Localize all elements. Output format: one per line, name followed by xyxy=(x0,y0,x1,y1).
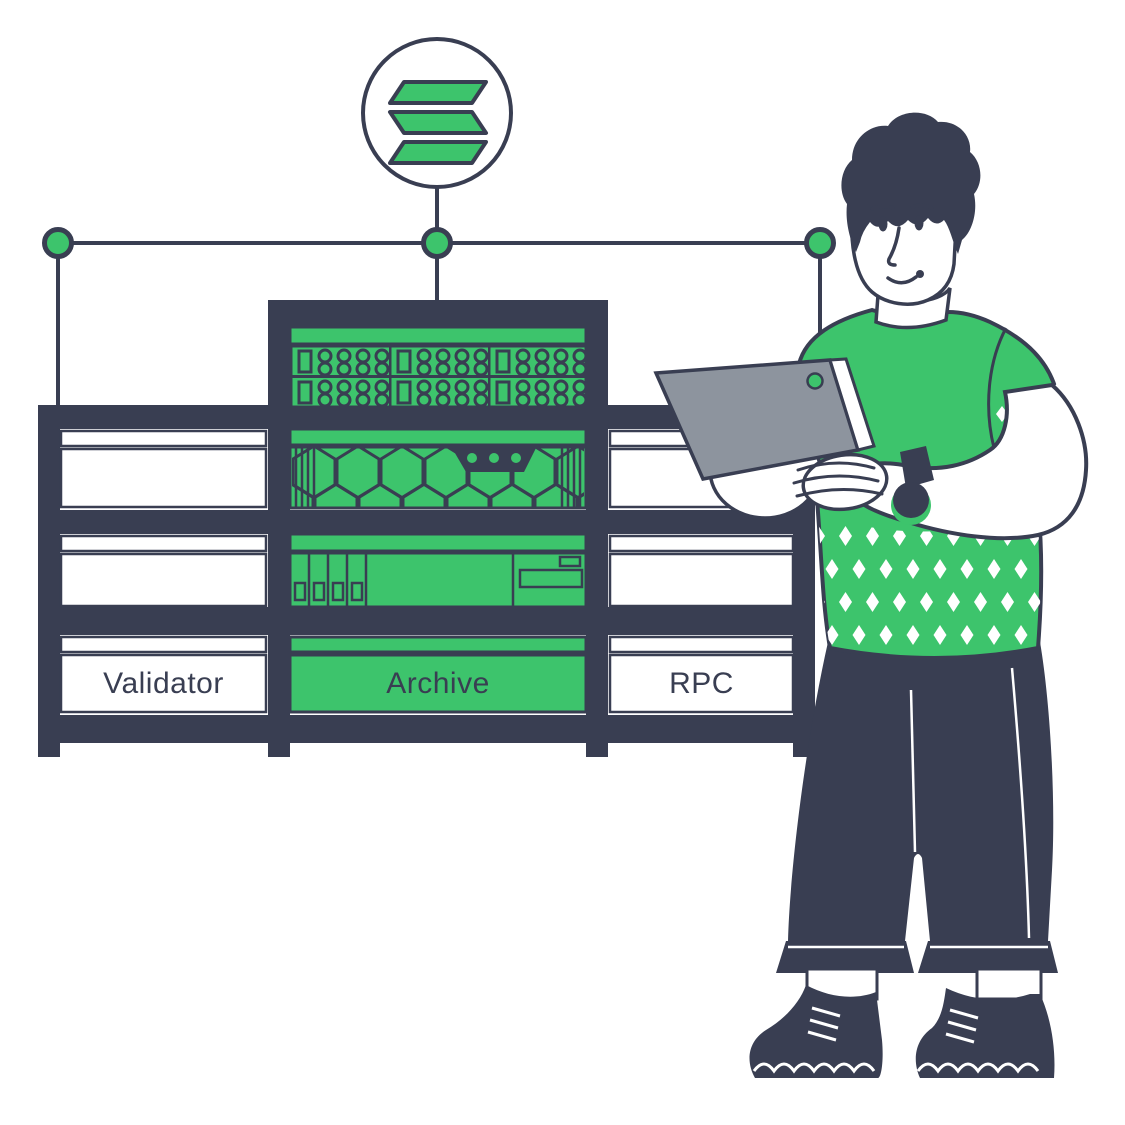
network-node-dot-right xyxy=(804,227,836,259)
laptop-logo-dot xyxy=(806,372,824,390)
person-illustration xyxy=(653,112,1089,1078)
person-mouth xyxy=(886,275,918,285)
validator-label-panel xyxy=(59,653,268,714)
shelf-post-left xyxy=(38,405,60,743)
server-unit-drive xyxy=(288,532,588,609)
validator-shelf-column xyxy=(59,429,268,714)
shelf-bottom-bar xyxy=(38,715,815,743)
person-pant-cuffs xyxy=(776,941,1058,973)
mouth-corner xyxy=(916,270,924,278)
shelf-bar-2 xyxy=(38,510,815,534)
archive-label: Archive xyxy=(386,666,490,700)
laptop xyxy=(653,357,876,481)
pants-seam-center xyxy=(909,689,917,853)
person-hair xyxy=(841,112,981,254)
solana-logo-icon xyxy=(388,80,488,165)
person-right-arm xyxy=(792,382,1089,541)
boot-sole-left xyxy=(752,1062,876,1074)
solana-badge xyxy=(361,37,513,189)
archive-label-panels xyxy=(288,635,588,714)
person-socks xyxy=(805,967,1043,1001)
rpc-label-panel xyxy=(608,653,795,714)
archive-label-strip xyxy=(288,635,588,654)
pants-seam-right xyxy=(1010,667,1031,939)
person-right-hand xyxy=(801,452,889,512)
shelf-bar-3 xyxy=(38,607,815,635)
network-node-dot-left xyxy=(42,227,74,259)
validator-label-strip xyxy=(59,635,268,654)
validator-label: Validator xyxy=(103,666,224,700)
person-head xyxy=(841,112,981,330)
person-nose xyxy=(886,226,901,267)
network-node-dot-center xyxy=(421,227,453,259)
person-boots xyxy=(749,985,1055,1078)
shelf-leg xyxy=(268,715,290,757)
network-node-dots xyxy=(42,227,836,259)
shirt-diamond-print xyxy=(818,512,1041,657)
shelf-leg xyxy=(38,715,60,757)
rpc-label-strip xyxy=(608,635,795,654)
eye-left xyxy=(878,216,888,232)
server-unit-bays xyxy=(288,325,588,409)
wrist-watch xyxy=(891,446,934,525)
boot-sole-right xyxy=(916,1062,1040,1074)
eyebrow-right xyxy=(910,203,934,210)
archive-label-panel xyxy=(288,653,588,714)
archive-server-column xyxy=(288,325,588,714)
rpc-label: RPC xyxy=(669,666,734,700)
server-unit-hexagon xyxy=(288,427,588,510)
person-pants xyxy=(788,642,1054,941)
rack-top-bar xyxy=(268,300,608,330)
finger-lines xyxy=(792,461,884,498)
sleeve-seam xyxy=(987,327,1008,449)
shelf-leg xyxy=(586,715,608,757)
eyebrow-left xyxy=(870,204,895,211)
eye-right xyxy=(914,215,924,231)
laptop-edge xyxy=(828,357,876,452)
